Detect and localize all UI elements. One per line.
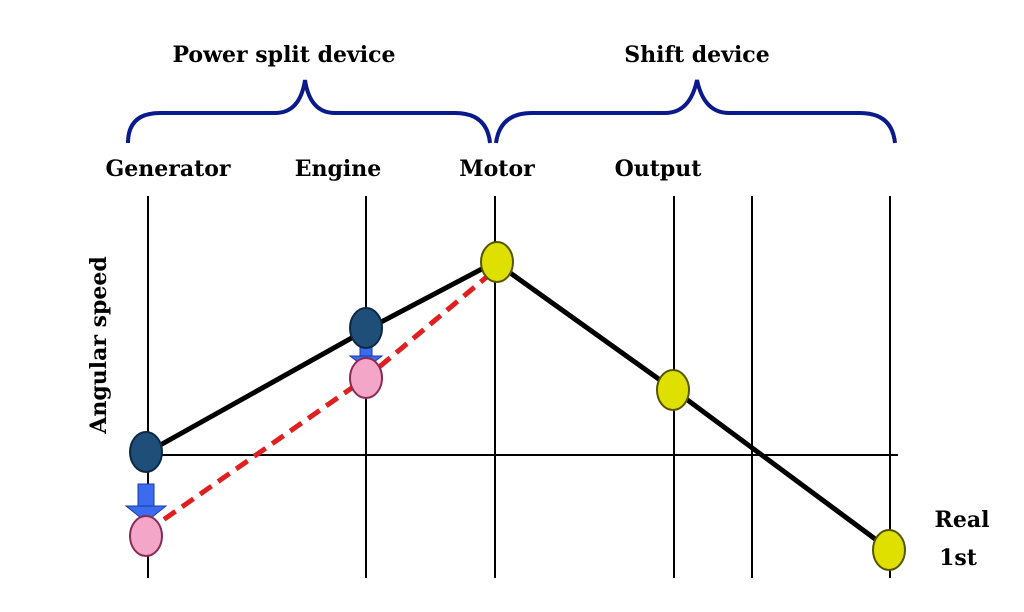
speed-line-before	[144, 259, 892, 553]
generator-label: Generator	[105, 156, 230, 182]
shift-device-label: Shift device	[624, 42, 769, 68]
engine-node-before	[349, 307, 383, 349]
first-gear-label: 1st	[939, 545, 978, 571]
engine-node-after	[349, 357, 383, 399]
power-split-device-label: Power split device	[172, 42, 395, 68]
real-1st-node	[872, 529, 906, 571]
power-split-brace	[126, 79, 492, 144]
real-label: Real	[935, 507, 990, 533]
angular-speed-label: Angular speed	[86, 256, 112, 434]
shift-device-brace	[494, 79, 897, 144]
generator-node-after	[129, 515, 163, 557]
motor-node	[480, 241, 514, 283]
output-node	[656, 369, 690, 411]
generator-node-before	[129, 431, 163, 473]
speed-line-after	[144, 268, 497, 535]
motor-label: Motor	[459, 156, 535, 182]
generator-down-arrow	[124, 483, 168, 523]
engine-label: Engine	[295, 156, 382, 182]
output-label: Output	[615, 156, 703, 182]
